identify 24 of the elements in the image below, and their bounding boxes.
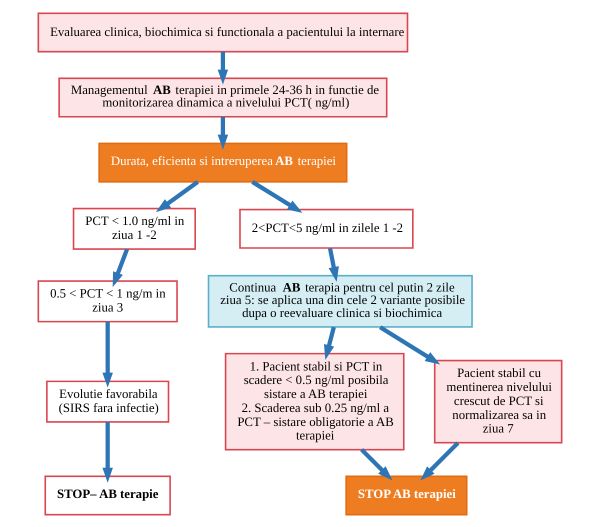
- arrow: [102, 321, 112, 388]
- node-box: 0.5 < PCT < 1 ng/m in ziua 3: [37, 280, 178, 322]
- node-box: 2<PCT<5 ng/ml in zilele 1 -2: [238, 208, 414, 248]
- arrow: [102, 422, 112, 482]
- node-box: Evolutie favorabila (SIRS fara infectie): [46, 380, 169, 422]
- arrow: [360, 448, 392, 480]
- arrow: [217, 116, 228, 150]
- node-box: 1. Pacient stabil si PCT in scadere < 0.5 ng/ml posibila sistare a AB terapiei 2. Scaderea sub 0.25 ng/ml a PCT – sistare obligatorie a AB terapiei: [224, 352, 404, 450]
- arrow: [420, 440, 459, 480]
- arrow: [112, 248, 129, 287]
- node-box: STOP AB terapiei: [344, 475, 467, 516]
- node-box: Pacient stabil cu mentinerea nivelului crescut de PCT si normalizarea sa in ziua 7: [433, 359, 562, 444]
- arrow: [327, 247, 338, 282]
- node-box: STOP– AB terapie: [44, 475, 170, 516]
- node-box: Evaluarea clinica, biochimica si functionala a pacientului la internare: [37, 12, 408, 52]
- arrow: [324, 326, 336, 360]
- node-box: PCT < 1.0 ng/ml in ziua 1 -2: [72, 207, 196, 250]
- arrow: [217, 51, 228, 84]
- arrow: [250, 180, 302, 212]
- node-box: Managementul AB terapiei in primele 24-36 h in functie de monitorizarea dinamica a nivelului PCT( ng/ml): [58, 77, 387, 118]
- arrow: [378, 324, 440, 364]
- node-box: Continua AB terapia pentru cel putin 2 zile ziua 5: se aplica una din cele 2 variante posibile dupa o reevaluare clinica si biochimica: [207, 274, 472, 328]
- arrow: [155, 180, 199, 212]
- node-box: Durata, eficienta si intreruperea AB terapiei: [98, 142, 347, 182]
